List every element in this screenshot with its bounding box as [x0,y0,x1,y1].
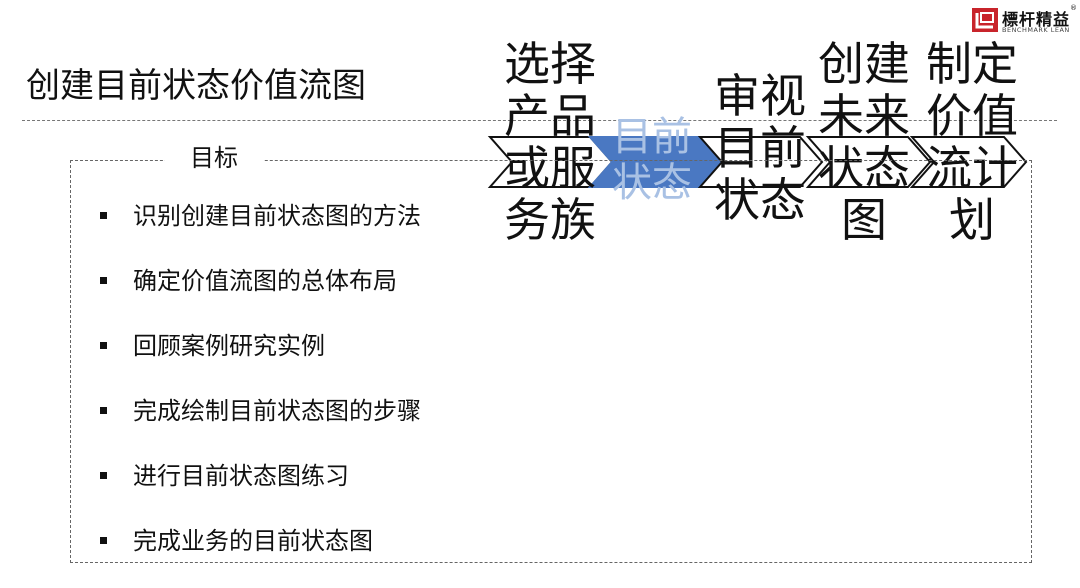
step-3-text: 审视目前状态 [714,69,806,227]
list-item-text: 进行目前状态图练习 [133,462,349,490]
step-2-text: 目前状态 [612,114,692,206]
list-item-text: 识别创建目前状态图的方法 [133,202,421,230]
goals-heading: 目标 [165,143,263,173]
chevron-step-5 [909,136,1028,188]
bullet-icon [100,212,107,219]
process-flow: 目前状态 选择产品或服务族 审视目前状态 创建未来状态图 制定价值流计划 [487,37,1028,247]
chevron-step-4 [805,136,932,188]
list-item: 进行目前状态图练习 [100,458,421,523]
brand-logo: 標杆精益 BENCHMARK LEAN ® [972,4,1077,36]
bullet-icon [100,537,107,544]
bullet-icon [100,472,107,479]
list-item: 回顾案例研究实例 [100,328,421,393]
logo-mark-icon [972,8,998,32]
chevron-step-3 [697,136,824,188]
page-title: 创建目前状态价值流图 [26,66,366,106]
list-item: 完成业务的目前状态图 [100,523,421,588]
goals-list: 识别创建目前状态图的方法 确定价值流图的总体布局 回顾案例研究实例 完成绘制目前… [100,198,421,588]
list-item-text: 回顾案例研究实例 [133,332,325,360]
chevron-arrows [487,136,1028,188]
bullet-icon [100,277,107,284]
title-divider [22,120,1057,121]
logo-subtitle: BENCHMARK LEAN [1002,26,1070,34]
step-5-text: 制定价值流计划 [926,37,1018,247]
list-item-text: 确定价值流图的总体布局 [133,267,397,295]
list-item: 完成绘制目前状态图的步骤 [100,393,421,458]
bullet-icon [100,342,107,349]
step-1-text: 选择产品或服务族 [504,37,596,247]
list-item: 确定价值流图的总体布局 [100,263,421,328]
list-item-text: 完成绘制目前状态图的步骤 [133,397,421,425]
list-item-text: 完成业务的目前状态图 [133,527,373,555]
goals-panel [70,160,1032,563]
list-item: 识别创建目前状态图的方法 [100,198,421,263]
step-4-text: 创建未来状态图 [818,37,910,247]
registered-mark: ® [1070,4,1077,12]
bullet-icon [100,407,107,414]
logo-name: 標杆精益 [1002,10,1071,29]
